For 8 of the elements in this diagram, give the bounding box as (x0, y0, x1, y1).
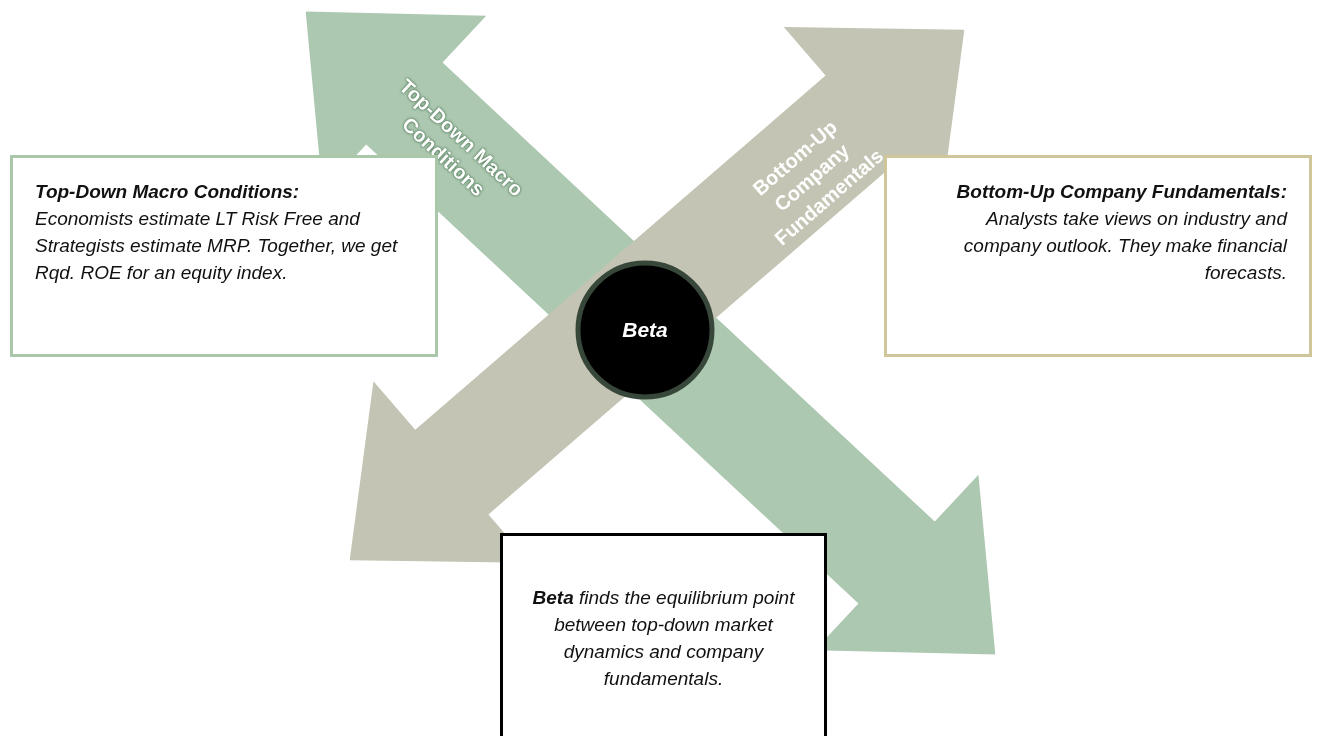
text-box (884, 155, 1312, 357)
box-text: Beta finds the equilibrium point between top-down market dynamics and company fundamentals. (531, 586, 796, 691)
box-text: Analysts take views on industry and company outlook. They make financial forecasts. (962, 207, 1287, 285)
box-heading: Top-Down Macro Conditions: (35, 180, 301, 204)
box-heading: Bottom-Up Company Fundamentals: (955, 180, 1287, 204)
circle-label: Beta (621, 317, 669, 343)
box-text: Economists estimate LT Risk Free and Strategists estimate MRP. Together, we get Rqd. ROE for an equity index. (35, 207, 399, 285)
text-box (500, 533, 827, 736)
